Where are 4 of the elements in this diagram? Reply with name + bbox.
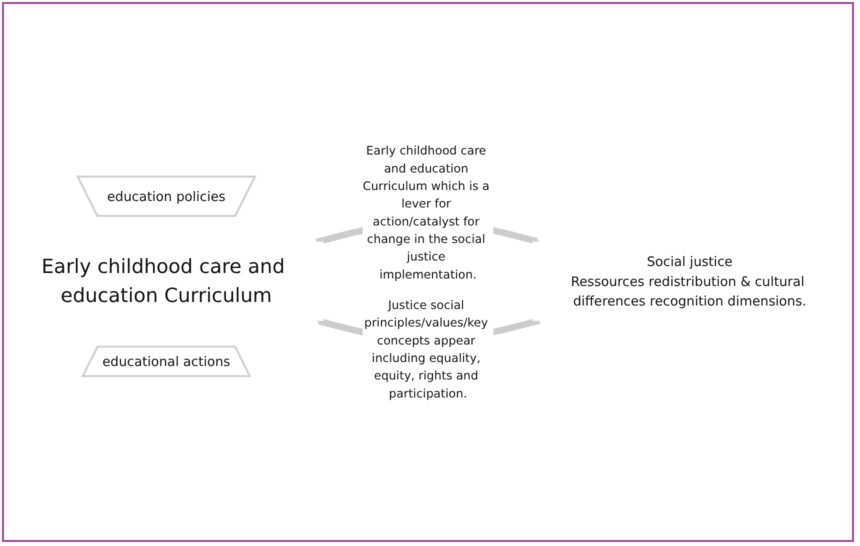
node-text: Social justice Ressources redistribution & cultural differences recognition dimensions. (570, 253, 806, 308)
node-text: Early childhood care and education Curriculum (42, 254, 285, 308)
edge-label: Justice social principles/values/key concepts appear including equality, equity, rights and participation. (364, 298, 488, 400)
edge-label: Early childhood care and education Curriculum which is a lever for action/catalyst for change in the social justice implementation. (362, 144, 490, 282)
